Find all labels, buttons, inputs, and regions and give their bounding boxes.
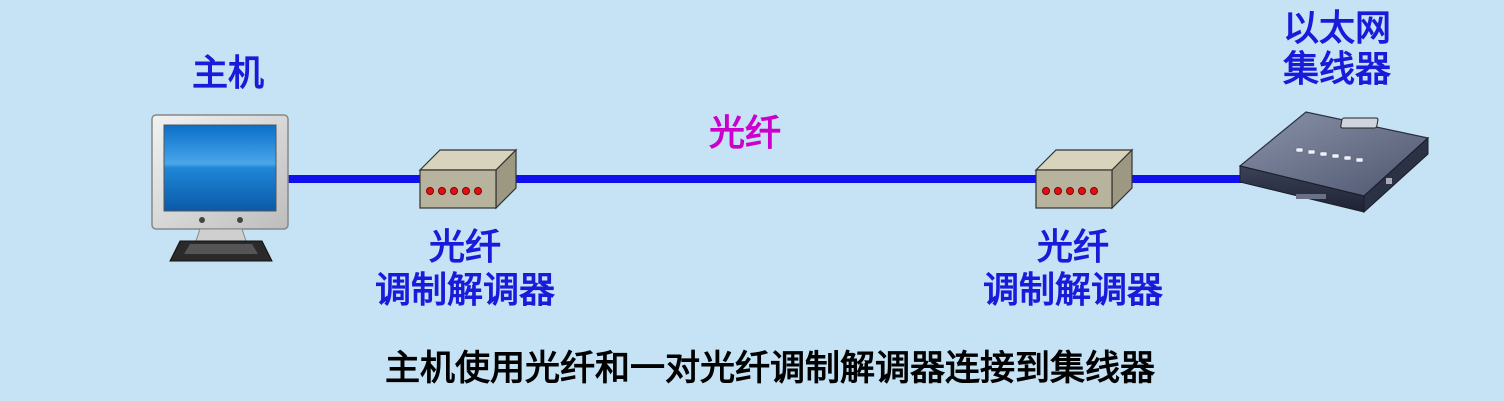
right-modem-label: 光纤 调制解调器 bbox=[958, 226, 1188, 312]
hub-label-line2: 集线器 bbox=[1282, 49, 1391, 91]
host-computer-icon bbox=[151, 114, 289, 262]
fiber-link bbox=[512, 175, 1042, 183]
left-modem-label-line1: 光纤 bbox=[428, 227, 501, 268]
hub-label: 以太网 集线器 bbox=[1262, 8, 1412, 91]
hub-label-line1: 以太网 bbox=[1282, 8, 1391, 49]
right-modem-label-line2: 调制解调器 bbox=[982, 270, 1163, 312]
ethernet-hub-icon bbox=[1238, 111, 1430, 214]
host-to-modem-link bbox=[285, 175, 425, 183]
right-fiber-modem-icon bbox=[1034, 148, 1134, 210]
modem-to-hub-link bbox=[1128, 175, 1258, 183]
left-modem-label-line2: 调制解调器 bbox=[374, 270, 555, 312]
left-fiber-modem-icon bbox=[418, 148, 518, 210]
diagram-caption: 主机使用光纤和一对光纤调制解调器连接到集线器 bbox=[384, 349, 1155, 389]
fiber-label: 光纤 bbox=[708, 113, 781, 154]
right-modem-label-line1: 光纤 bbox=[1036, 227, 1109, 268]
host-label: 主机 bbox=[191, 53, 264, 94]
left-modem-label: 光纤 调制解调器 bbox=[350, 226, 580, 312]
